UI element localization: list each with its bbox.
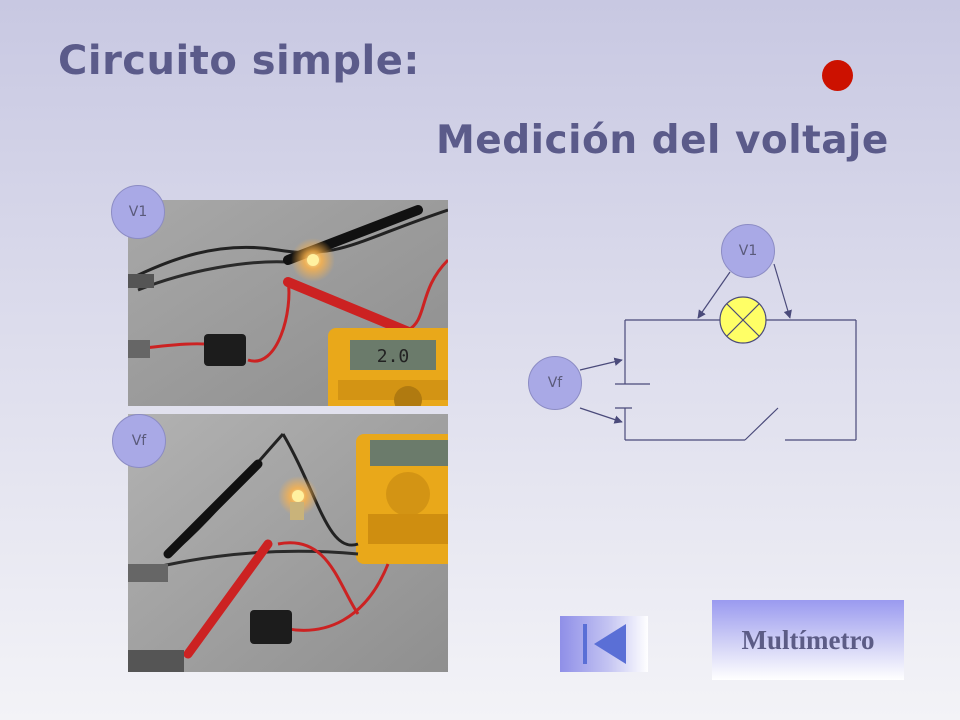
label-vf-photo-text: Vf [131, 433, 147, 449]
photo-voltage-source [128, 414, 448, 672]
back-button[interactable] [560, 616, 648, 672]
multimetro-button[interactable]: Multímetro [712, 600, 904, 680]
arrow-v1-right [773, 263, 792, 319]
skip-back-icon [594, 624, 626, 664]
arrow-v1-left [697, 271, 731, 319]
switch-lever [744, 407, 779, 441]
slide-subtitle: Medición del voltaje [436, 118, 889, 163]
red-dot-decoration [822, 60, 853, 91]
arrow-vf-bottom [579, 407, 623, 424]
slide-title: Circuito simple: [58, 38, 420, 84]
label-vf-diagram-text: Vf [547, 375, 563, 391]
label-v1-diagram-text: V1 [738, 243, 758, 259]
photo-voltage-lamp: 2.0 [128, 200, 448, 406]
multimetro-button-label: Multímetro [741, 624, 875, 655]
label-v1-photo-text: V1 [128, 204, 148, 220]
label-v1-diagram: V1 [721, 224, 775, 278]
arrow-vf-top [579, 357, 623, 371]
label-v1-photo: V1 [111, 185, 165, 239]
svg-text:2.0: 2.0 [377, 346, 410, 367]
circuit-diagram [579, 263, 857, 441]
skip-back-icon-bar [583, 624, 587, 664]
label-vf-diagram: Vf [528, 356, 582, 410]
label-vf-photo: Vf [112, 414, 166, 468]
